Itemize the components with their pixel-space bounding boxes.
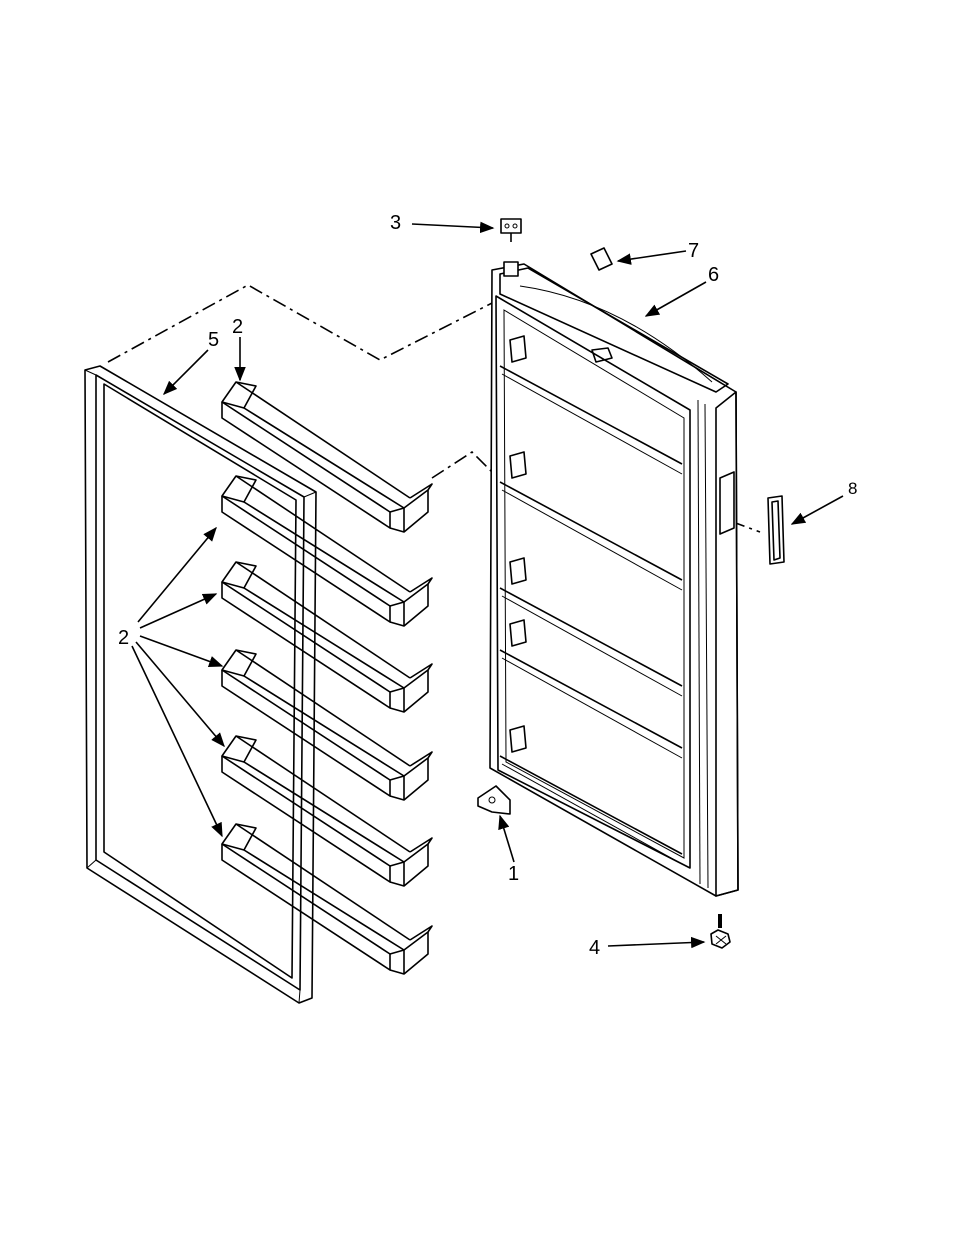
bottom-hinge-bracket [478, 786, 510, 814]
door-gasket [85, 366, 316, 1003]
callout-4: 4 [589, 937, 600, 959]
door-label-plate [591, 248, 612, 270]
callout-2-group: 2 [118, 627, 129, 649]
door-closer-foot [711, 914, 730, 948]
callout-5: 5 [208, 329, 219, 351]
top-hinge [501, 219, 521, 242]
callout-6: 6 [708, 264, 719, 286]
callout-8: 8 [848, 479, 857, 498]
shelf-outline [222, 382, 256, 408]
door-handle [768, 496, 784, 564]
callout-3: 3 [390, 212, 401, 234]
callout-1: 1 [508, 863, 519, 885]
callout-7: 7 [688, 240, 699, 262]
callout-2-top: 2 [232, 316, 243, 338]
freezer-door [490, 262, 738, 896]
